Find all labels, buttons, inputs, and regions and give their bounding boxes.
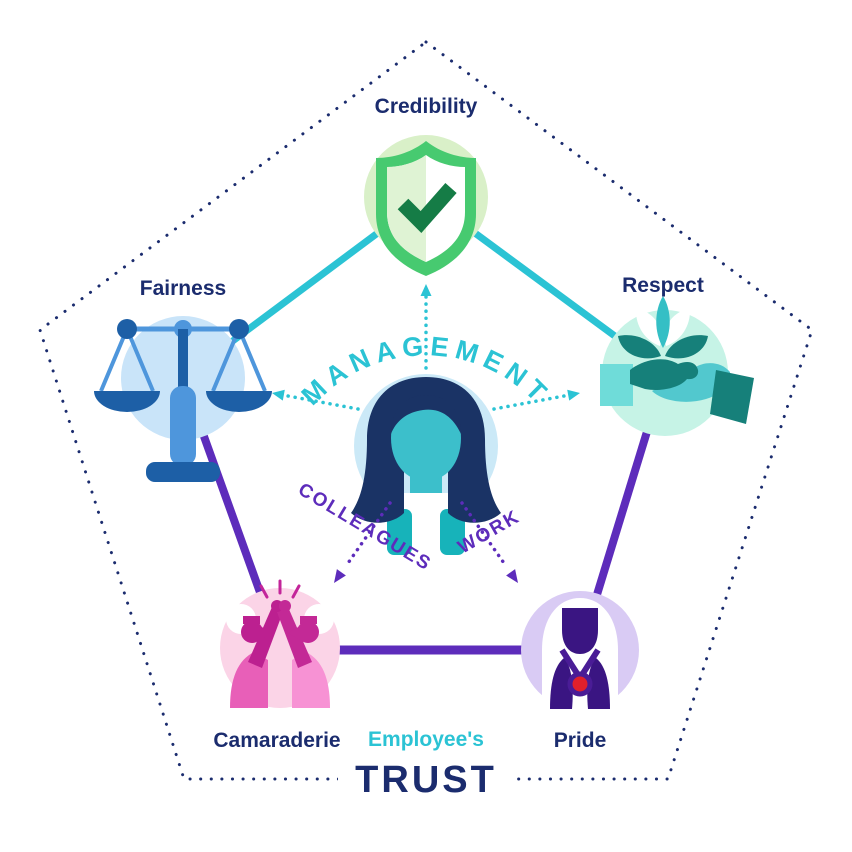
hands-lotus-icon (600, 296, 754, 424)
fairness-label: Fairness (140, 277, 226, 300)
node-fairness (94, 316, 272, 482)
shield-check-icon (376, 141, 476, 276)
person-medal-icon (542, 598, 618, 709)
respect-label: Respect (622, 274, 704, 297)
arrowhead-to-fairness (272, 389, 285, 401)
node-respect (600, 296, 754, 436)
title-word: TRUST (355, 759, 497, 801)
arrow-line-to-fairness (286, 394, 360, 411)
node-pride (521, 591, 639, 709)
balance-scales-icon (94, 319, 272, 482)
high-five-icon (226, 579, 334, 708)
node-credibility (364, 135, 488, 276)
arrow-line-to-camaraderie (344, 501, 392, 568)
pentagon-border (38, 40, 814, 781)
arrowhead-to-pride (506, 569, 518, 583)
arrowhead-to-camaraderie (334, 569, 346, 583)
arrow-line-to-respect (492, 394, 566, 411)
pride-label: Pride (554, 729, 607, 752)
manager-person-icon (351, 377, 501, 558)
arrowhead-to-respect (567, 389, 580, 401)
camaraderie-label: Camaraderie (213, 729, 340, 752)
hub-node (351, 374, 501, 558)
node-camaraderie (220, 579, 340, 708)
title-prefix: Employee's (368, 728, 484, 751)
arrowhead-to-credibility (420, 284, 432, 296)
credibility-label: Credibility (375, 95, 478, 118)
title-mask (338, 758, 514, 800)
arrow-line-to-pride (460, 501, 508, 568)
